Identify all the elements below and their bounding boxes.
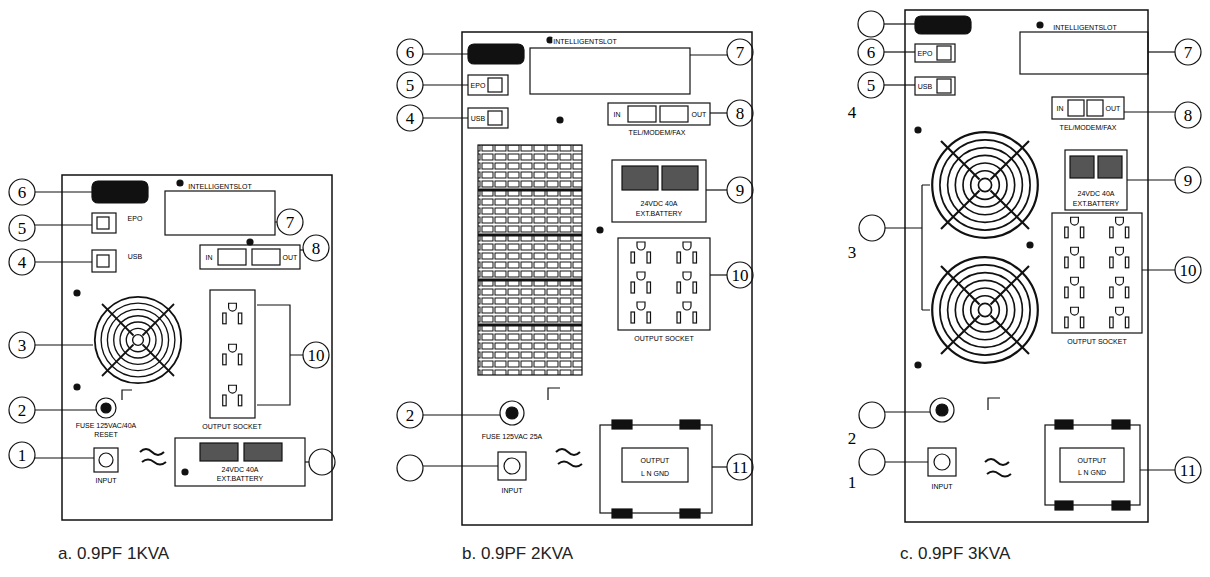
panel-b: [397, 32, 753, 525]
part-label: USB: [917, 83, 933, 90]
part-label: OUTPUT: [1077, 457, 1108, 464]
callout-number: 6: [406, 44, 415, 61]
callout-number: 9: [736, 182, 745, 199]
part-label: 24VDC 40A: [1077, 190, 1116, 197]
part-label: INTELLIGENTSLOT: [187, 183, 252, 190]
part-label: OUT: [691, 111, 708, 118]
part-label: EXT.BATTERY: [635, 210, 683, 217]
part-label: INPUT: [95, 477, 118, 484]
callout-number: 10: [732, 267, 749, 284]
part-label: OUTPUT SOCKET: [201, 423, 262, 430]
part-label: INTELLIGENTSLOT: [552, 38, 617, 45]
callout-number: 4: [18, 254, 27, 271]
callout-number: 3: [18, 337, 27, 354]
part-label: OUTPUT SOCKET: [633, 335, 694, 342]
callout-number: 7: [1184, 44, 1193, 61]
part-label: OUTPUT: [640, 457, 671, 464]
callout-number: 2: [406, 407, 415, 424]
part-label: EXT.BATTERY: [216, 475, 264, 482]
callout-number: 9: [1184, 172, 1193, 189]
callout-number: 4: [848, 104, 857, 121]
callout-number: 5: [406, 77, 415, 94]
part-label: IN: [613, 111, 622, 118]
callout-number: 2: [18, 402, 27, 419]
panel-a: [9, 175, 335, 520]
callout-number: 6: [867, 44, 876, 61]
callout-number: 10: [308, 347, 325, 364]
callout-number: 11: [1180, 462, 1196, 479]
part-label: INTELLIGENTSLOT: [1052, 24, 1117, 31]
part-label: L N GND: [1077, 469, 1107, 476]
part-label: EPO: [127, 215, 144, 222]
callout-number: 7: [736, 44, 745, 61]
part-label: 24VDC 40A: [221, 466, 260, 473]
part-label: OUTPUT SOCKET: [1066, 338, 1127, 345]
callout-number: 10: [1180, 262, 1197, 279]
part-label: TEL/MODEM/FAX: [628, 129, 687, 136]
callout-number: 8: [1184, 107, 1193, 124]
callout-number: 11: [732, 459, 748, 476]
part-label: IN: [1056, 105, 1065, 112]
part-label: 24VDC 40A: [640, 200, 679, 207]
callout-number: 2: [848, 430, 857, 447]
callout-number: 1: [848, 474, 857, 491]
callout-number: 5: [867, 77, 876, 94]
part-label: INPUT: [931, 483, 954, 490]
callout-number: 1: [18, 447, 27, 464]
part-label: TEL/MODEM/FAX: [1059, 124, 1118, 131]
part-label: L N GND: [640, 470, 670, 477]
callout-number: 7: [286, 214, 295, 231]
part-label: FUSE 125VAC 25A: [481, 433, 544, 440]
callout-number: 8: [736, 105, 745, 122]
callout-number: 8: [312, 240, 321, 257]
panel-caption: c. 0.9PF 3KVA: [900, 545, 1010, 562]
part-label: EPO: [917, 50, 934, 57]
callout-number: 3: [848, 244, 857, 261]
callout-number: 4: [406, 110, 415, 127]
part-label: OUT: [1105, 105, 1122, 112]
part-label: EXT.BATTERY: [1072, 200, 1120, 207]
part-label: USB: [470, 115, 486, 122]
part-label: USB: [127, 253, 143, 260]
part-label: INPUT: [501, 487, 524, 494]
part-label: RESET: [93, 431, 118, 438]
callout-number: 5: [18, 220, 27, 237]
part-label: FUSE 125VAC/40A: [75, 422, 138, 429]
panel-caption: b. 0.9PF 2KVA: [462, 545, 573, 562]
panel-caption: a. 0.9PF 1KVA: [58, 545, 169, 562]
callout-number: 6: [18, 184, 27, 201]
part-label: OUT: [282, 254, 299, 261]
part-label: EPO: [470, 82, 487, 89]
panel-c: [858, 10, 1201, 522]
part-label: IN: [205, 254, 214, 261]
